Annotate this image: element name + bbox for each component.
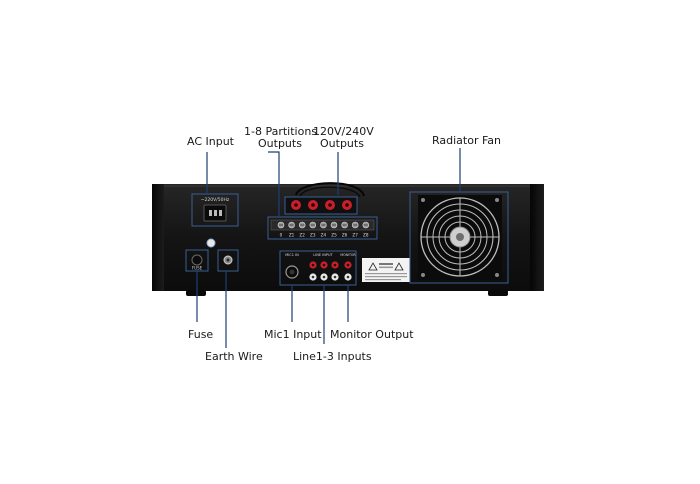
speaker-wire <box>295 182 365 197</box>
partition-terminal-strip: 0 Z1 Z2 Z3 Z4 Z5 Z6 Z7 Z8 <box>267 216 378 240</box>
callout-lines <box>196 148 461 348</box>
foot-left <box>186 290 206 296</box>
radiator-fan <box>409 191 509 284</box>
label-radiator-fan: Radiator Fan <box>432 134 502 147</box>
label-voltage-line2: Outputs <box>320 137 364 150</box>
terminal-label: Z7 <box>352 233 358 238</box>
label-mic1-input: Mic1 Input <box>264 328 322 341</box>
label-monitor-output: Monitor Output <box>330 328 414 341</box>
terminal-label: Z3 <box>310 233 316 238</box>
line-header-text: LINE INPUT <box>313 253 333 257</box>
terminal-label: Z2 <box>299 233 305 238</box>
terminal-label: Z8 <box>363 233 369 238</box>
label-voltage-line1: 120V/240V <box>313 125 374 138</box>
mic-header-text: MIC1 IN <box>285 253 299 257</box>
label-ac-input: AC Input <box>187 135 234 148</box>
terminal-label: Z4 <box>321 233 327 238</box>
line-input-rca-jacks <box>309 261 339 281</box>
label-line-inputs: Line1-3 Inputs <box>293 350 372 363</box>
right-rack-ear <box>530 184 544 291</box>
label-partitions-line2: Outputs <box>258 137 302 150</box>
mic1-input-jack <box>285 265 299 279</box>
label-earth-wire: Earth Wire <box>205 350 263 363</box>
warning-label-plate <box>362 258 410 282</box>
foot-right <box>488 290 508 296</box>
ac-rating-text: ~220V/50Hz <box>201 197 230 203</box>
warning-triangle-icon <box>394 262 404 271</box>
callout-partitions <box>268 151 280 217</box>
left-rack-ear <box>152 184 164 291</box>
ground-symbol-icon <box>206 238 216 248</box>
label-partitions-line1: 1-8 Partitions <box>244 125 318 138</box>
fuse-mark-text: FUSE <box>192 266 203 271</box>
terminal-label: Z6 <box>342 233 348 238</box>
input-panel: MIC1 IN LINE INPUT MONITOR <box>279 250 357 286</box>
terminal-label: Z5 <box>331 233 337 238</box>
label-fuse: Fuse <box>188 328 214 341</box>
monitor-header-text: MONITOR <box>340 253 356 257</box>
monitor-output-rca-jacks <box>344 261 352 281</box>
terminal-label: 0 <box>280 233 283 238</box>
warning-triangle-icon <box>368 262 378 271</box>
terminal-label: Z1 <box>289 233 295 238</box>
earth-wire-terminal <box>217 249 239 272</box>
ac-input-socket: ~220V/50Hz <box>191 193 239 227</box>
voltage-output-terminals <box>284 196 358 215</box>
